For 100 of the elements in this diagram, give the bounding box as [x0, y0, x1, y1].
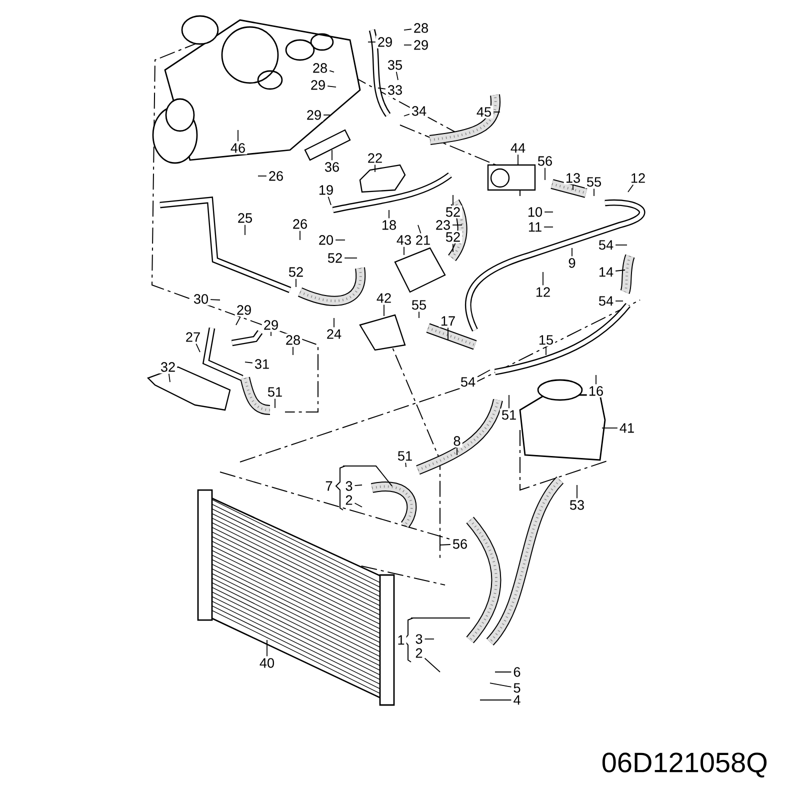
callout-number: 29 [262, 318, 280, 332]
callout-number: 53 [568, 498, 586, 512]
leader-line [452, 243, 454, 252]
callout-number: 54 [458, 376, 478, 388]
callout-number: 52 [286, 266, 306, 278]
callout-number: 31 [252, 358, 272, 370]
callout-number: 20 [316, 234, 336, 246]
leader-line [418, 224, 422, 234]
leader-line [572, 184, 574, 190]
callout-number: 11 [526, 220, 544, 234]
callout-number: 8 [452, 434, 462, 448]
callout-number: 29 [234, 304, 254, 316]
callout-number: 18 [380, 218, 398, 232]
callout-number: 26 [290, 218, 310, 230]
leader-line [452, 224, 462, 226]
callout-number: 4 [512, 694, 522, 706]
leader-line [615, 244, 628, 246]
callout-number: 34 [410, 104, 428, 118]
callout-number: 12 [534, 286, 552, 298]
callout-number: 51 [500, 408, 518, 422]
callout-number: 44 [508, 142, 528, 154]
callout-number: 41 [618, 422, 636, 434]
callout-number: 35 [386, 58, 404, 72]
leader-line [354, 502, 362, 508]
leader-line [404, 44, 412, 46]
leader-line [266, 640, 268, 657]
leader-line [196, 343, 200, 352]
callout-number: 24 [324, 328, 344, 340]
callout-number: 19 [316, 184, 336, 196]
callout-number: 5 [512, 682, 522, 694]
leader-line [418, 311, 420, 318]
callout-number: 9 [566, 256, 578, 270]
callout-number: 54 [596, 294, 616, 308]
callout-number: 56 [450, 538, 470, 550]
leader-line [615, 270, 626, 272]
callout-number: 32 [158, 360, 178, 374]
leader-line [615, 300, 624, 302]
callout-number: 51 [396, 450, 414, 462]
leader-line [354, 484, 362, 486]
callout-number: 54 [596, 238, 616, 252]
leader-line [274, 398, 276, 408]
callout-number: 23 [434, 218, 452, 232]
callout-number: 33 [386, 84, 404, 96]
callout-number: 28 [284, 334, 302, 346]
callout-number: 14 [596, 266, 616, 278]
leader-line [424, 658, 440, 672]
callout-number: 16 [586, 384, 606, 398]
leader-line [544, 167, 546, 180]
leader-line [452, 194, 454, 206]
leader-line [544, 226, 554, 228]
leader-line [440, 544, 451, 546]
callout-number: 25 [236, 212, 254, 224]
callout-number: 13 [564, 172, 582, 184]
callout-number: 43 [394, 234, 414, 246]
callout-number: 1 [396, 634, 406, 646]
leader-line [404, 28, 412, 30]
leader-line [396, 71, 398, 80]
callout-number: 22 [366, 152, 384, 164]
callout-number: 3 [344, 480, 354, 492]
leader-line [323, 114, 330, 116]
callout-number: 17 [438, 314, 458, 328]
callout-number: 2 [344, 494, 354, 506]
callout-number: 29 [308, 78, 328, 92]
callout-number: 2 [414, 646, 424, 660]
callout-number: 29 [412, 38, 430, 52]
leader-line [404, 114, 410, 116]
callout-number: 56 [536, 154, 554, 168]
callout-number: 15 [536, 334, 556, 346]
callout-number: 10 [526, 206, 544, 218]
callout-number: 28 [310, 62, 330, 74]
leader-line [244, 362, 253, 364]
leader-line [405, 462, 406, 468]
leader-line [292, 346, 294, 356]
leader-line [424, 638, 434, 640]
callout-number: 40 [258, 656, 276, 670]
callout-number: 12 [628, 172, 648, 184]
leader-line [576, 484, 578, 499]
part-number: 06D121058Q [602, 752, 767, 778]
leader-line [490, 682, 512, 688]
leader-line [477, 370, 490, 378]
leader-line [388, 210, 390, 219]
callout-number: 7 [324, 480, 334, 492]
leader-line [328, 196, 332, 206]
leader-line [327, 86, 336, 88]
callout-number: 27 [184, 330, 202, 344]
leader-line [456, 447, 458, 456]
leader-line [270, 331, 272, 336]
leader-line [244, 224, 246, 236]
callout-number: 36 [322, 160, 342, 174]
leader-line [542, 272, 544, 286]
leader-line [329, 70, 334, 72]
callout-number: 51 [266, 386, 284, 398]
callout-number: 45 [474, 106, 494, 118]
callout-number: 26 [266, 170, 286, 182]
callout-number: 46 [228, 142, 248, 154]
callout-number: 29 [376, 36, 394, 48]
callout-number: 29 [304, 108, 324, 122]
callout-number: 55 [410, 298, 428, 312]
leader-line [508, 394, 510, 409]
callout-number: 3 [414, 632, 424, 646]
